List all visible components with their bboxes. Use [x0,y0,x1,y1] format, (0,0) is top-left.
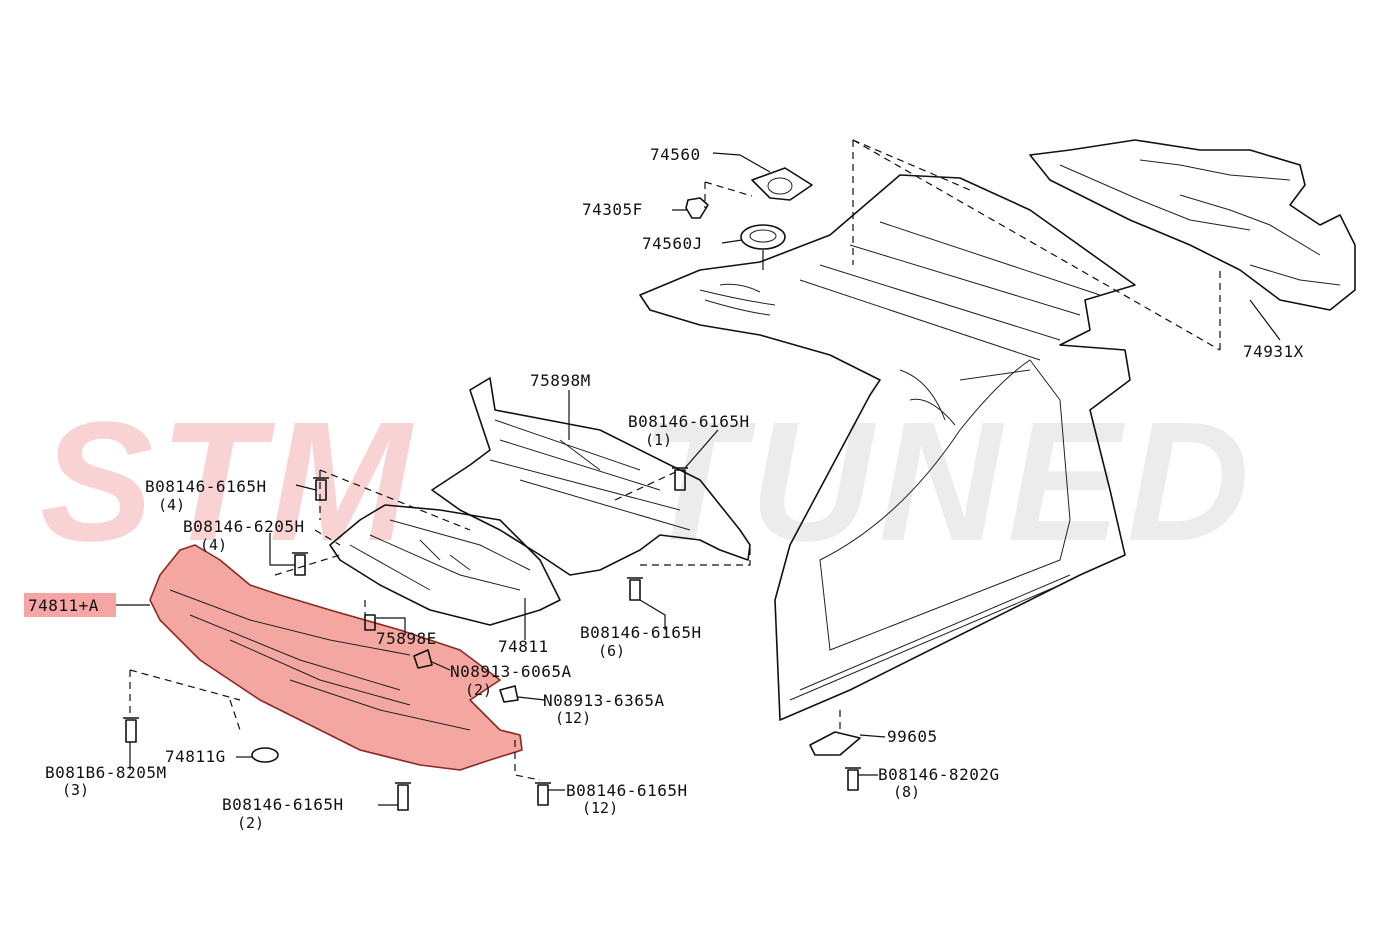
label-74931x[interactable]: 74931X [1243,342,1304,361]
front-undercover-highlighted [149,544,523,771]
label-bolt-8205m-qty: (3) [62,781,89,799]
highlight-label-box [24,593,116,617]
leader-lines [115,299,1281,806]
label-bolt-mid-qty: (6) [598,642,625,660]
label-bolt-left-top-qty: (4) [158,496,185,514]
label-bolt-8205m[interactable]: B081B6-8205M [45,763,167,782]
label-bolt-8202g-qty: (8) [893,783,920,801]
label-bolt-8202g[interactable]: B08146-8202G [878,765,1000,784]
part-labels: 74560 74305F 74560J 74931X 75898M B08146… [28,145,1304,832]
label-bolt-bottom[interactable]: B08146-6165H [222,795,344,814]
label-bolt-left-top[interactable]: B08146-6165H [145,477,267,496]
label-74305f[interactable]: 74305F [582,200,643,219]
grommet-74560J [740,224,786,250]
label-74811[interactable]: 74811 [498,637,549,656]
undercover-74811 [329,504,561,626]
watermark-stm: STM [40,387,417,577]
label-bolt-top-right-qty: (1) [645,431,672,449]
undercover-75898m [431,377,751,576]
label-bolt-6205h[interactable]: B08146-6205H [183,517,305,536]
label-bolt-bottom-right[interactable]: B08146-6165H [566,781,688,800]
label-nut-6365a-qty: (12) [555,709,591,727]
label-75898m[interactable]: 75898M [530,371,591,390]
label-74811g[interactable]: 74811G [165,747,226,766]
label-99605[interactable]: 99605 [887,727,938,746]
label-74560j[interactable]: 74560J [642,234,703,253]
label-bolt-bottom-qty: (2) [237,814,264,832]
label-bolt-top-right[interactable]: B08146-6165H [628,412,750,431]
label-nut-6065a-qty: (2) [465,681,492,699]
label-74560[interactable]: 74560 [650,145,701,164]
clip-74305F [685,197,709,219]
label-75898e[interactable]: 75898E [376,629,437,648]
rear-floor-cover [1029,139,1356,311]
label-bolt-6205h-qty: (4) [200,536,227,554]
mount-cap-74560 [751,167,813,201]
label-bolt-bottom-right-qty: (12) [582,799,618,817]
body-floor-panel [639,174,1136,721]
label-nut-6365a[interactable]: N08913-6365A [543,691,665,710]
label-74811a[interactable]: 74811+A [28,596,99,615]
label-nut-6065a[interactable]: N08913-6065A [450,662,572,681]
label-bolt-mid[interactable]: B08146-6165H [580,623,702,642]
